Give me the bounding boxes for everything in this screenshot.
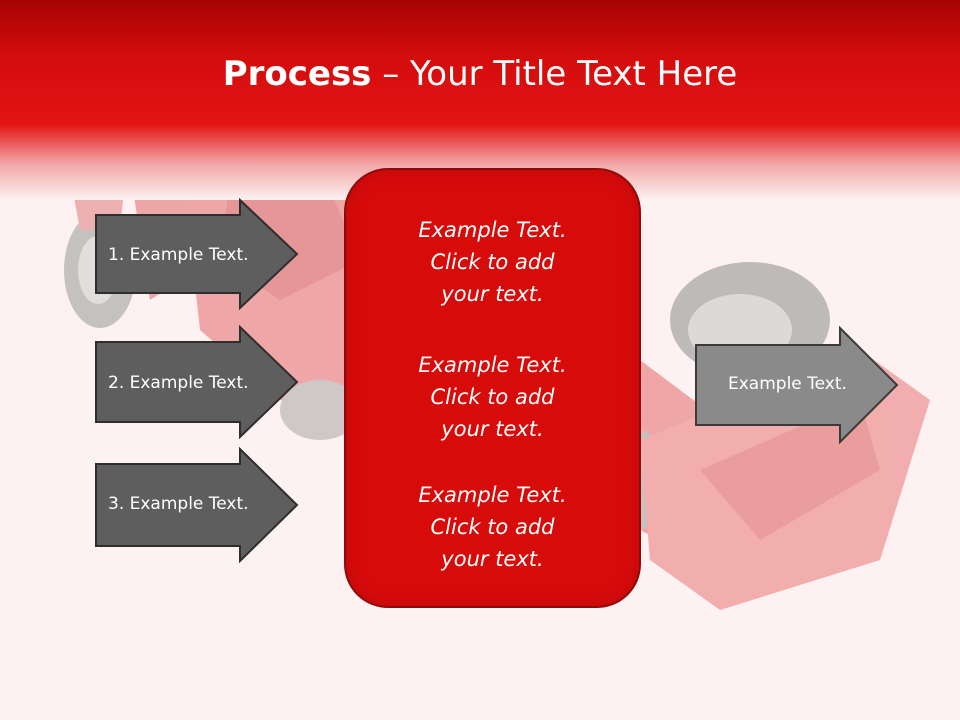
center-block-2-line-1: Example Text. bbox=[418, 353, 567, 377]
header-band bbox=[0, 0, 960, 200]
center-block-3: Example Text. Click to add your text. bbox=[346, 479, 639, 575]
center-block-2-line-3: your text. bbox=[441, 417, 544, 441]
step-2-label: 2. Example Text. bbox=[108, 373, 249, 393]
center-block-2: Example Text. Click to add your text. bbox=[346, 349, 639, 445]
center-block-3-line-3: your text. bbox=[441, 547, 544, 571]
center-block-3-line-2: Click to add bbox=[430, 515, 555, 539]
center-block-1-line-2: Click to add bbox=[430, 250, 555, 274]
center-text-box[interactable]: Example Text. Click to add your text. Ex… bbox=[344, 168, 641, 608]
result-arrow[interactable] bbox=[694, 326, 900, 444]
step-1-arrow[interactable] bbox=[94, 198, 300, 310]
center-block-2-line-2: Click to add bbox=[430, 385, 555, 409]
result-arrow-label: Example Text. bbox=[728, 374, 847, 394]
step-1-label: 1. Example Text. bbox=[108, 245, 249, 265]
page-title: Process – Your Title Text Here bbox=[0, 52, 960, 96]
title-rest: – Your Title Text Here bbox=[371, 54, 738, 94]
center-block-1: Example Text. Click to add your text. bbox=[346, 214, 639, 310]
center-block-1-line-3: your text. bbox=[441, 282, 544, 306]
title-bold: Process bbox=[222, 54, 372, 94]
step-2-arrow[interactable] bbox=[94, 325, 300, 439]
center-block-3-line-1: Example Text. bbox=[418, 483, 567, 507]
step-3-label: 3. Example Text. bbox=[108, 494, 249, 514]
step-3-arrow[interactable] bbox=[94, 447, 300, 563]
center-block-1-line-1: Example Text. bbox=[418, 218, 567, 242]
